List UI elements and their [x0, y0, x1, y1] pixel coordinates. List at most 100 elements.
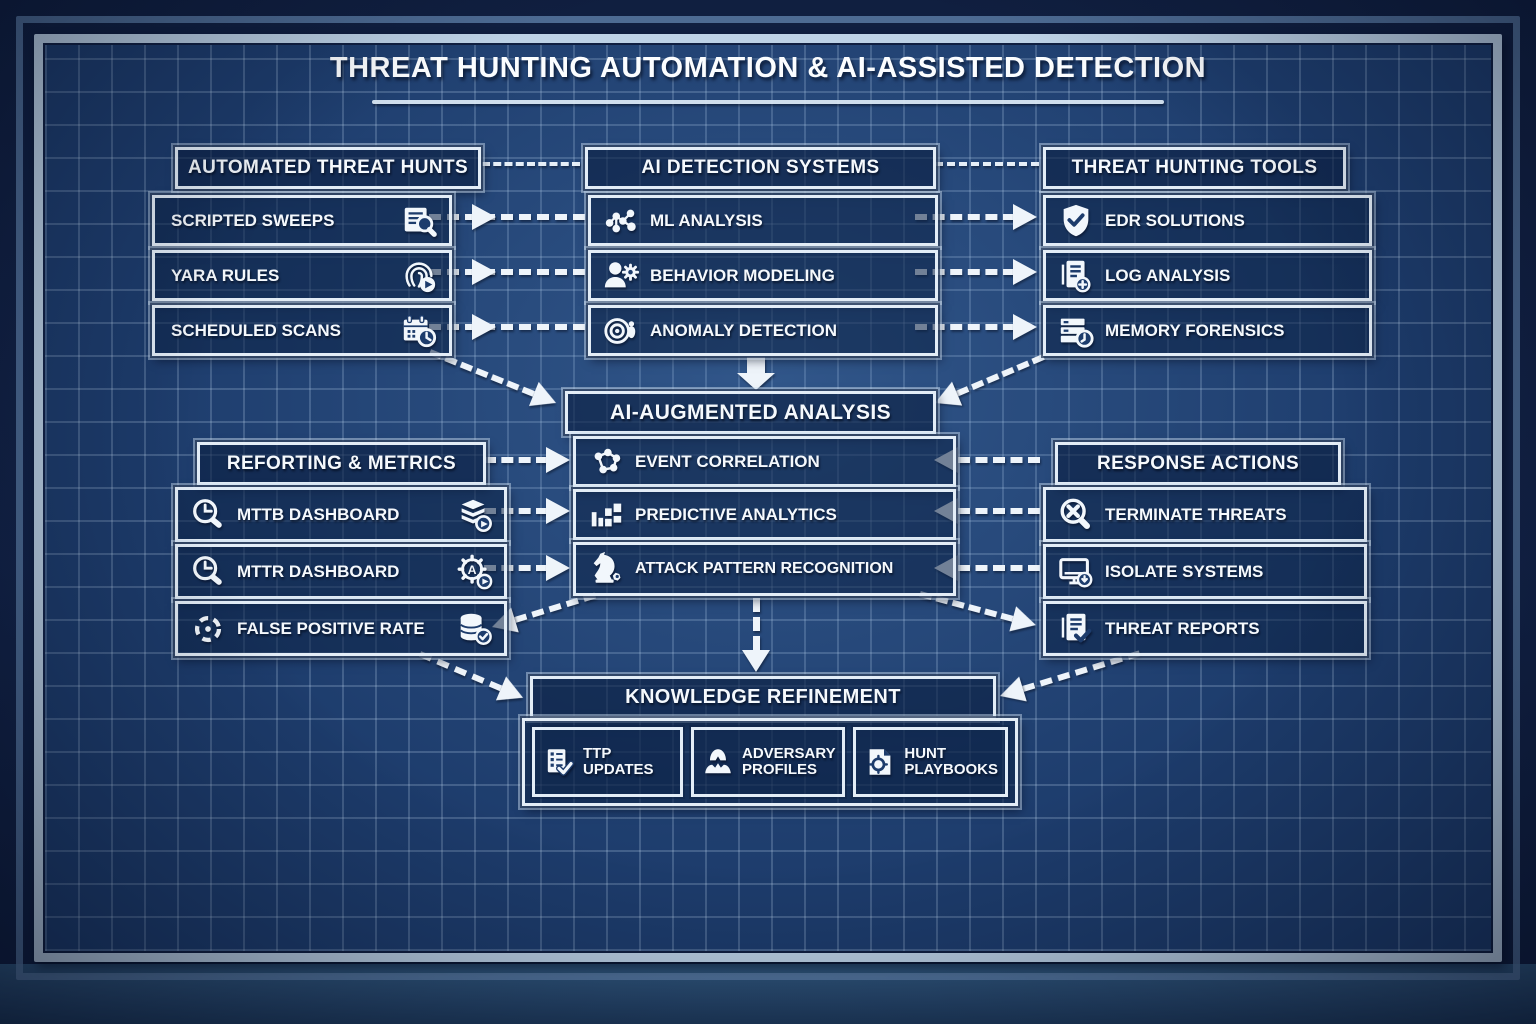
- header-automated-threat-hunts: AUTOMATED THREAT HUNTS: [175, 147, 481, 189]
- arrowhead: [742, 650, 770, 672]
- arrowhead: [1013, 204, 1037, 230]
- memory-stack-icon: [1056, 311, 1096, 351]
- node-event-correlation: EVENT CORRELATION: [573, 436, 956, 487]
- header-label: AI DETECTION SYSTEMS: [641, 157, 880, 178]
- node-label: ISOLATE SYSTEMS: [1105, 561, 1264, 581]
- database-check-icon: [454, 609, 494, 649]
- arrowhead: [546, 447, 570, 473]
- calendar-clock-icon: [399, 311, 439, 351]
- node-memory-forensics: MEMORY FORENSICS: [1043, 305, 1372, 356]
- page-title: THREAT HUNTING AUTOMATION & AI-ASSISTED …: [329, 52, 1207, 84]
- arrow-scheduled-to-anomaly: [429, 324, 585, 330]
- monitor-isolate-icon: [1056, 552, 1096, 592]
- arrowhead: [472, 259, 496, 285]
- gear-a-clock-icon: A: [454, 552, 494, 592]
- node-label: EDR SOLUTIONS: [1105, 210, 1245, 230]
- node-edr-solutions: EDR SOLUTIONS: [1043, 195, 1372, 246]
- header-threat-hunting-tools: THREAT HUNTING TOOLS: [1043, 147, 1346, 189]
- node-label: PREDICTIVE ANALYTICS: [635, 504, 837, 524]
- node-ttp-updates: TTP UPDATES: [532, 727, 683, 797]
- arrow-anomaly-down-shaft: [747, 357, 765, 374]
- arrow-attack-to-knowledge: [753, 598, 760, 650]
- arrow-yara-to-behavior: [429, 269, 585, 275]
- checklist-check-icon: [542, 745, 576, 779]
- node-scheduled-scans: SCHEDULED SCANS: [152, 305, 452, 356]
- node-label: YARA RULES: [171, 265, 280, 285]
- arrow-isolate-to-attack: [958, 565, 1040, 571]
- header-label: REFORTING & METRICS: [226, 452, 457, 474]
- header-label: AUTOMATED THREAT HUNTS: [187, 157, 469, 178]
- node-ml-analysis: ML ANALYSIS: [588, 195, 938, 246]
- stack-clock-icon: [454, 495, 494, 535]
- node-label: THREAT REPORTS: [1105, 618, 1260, 638]
- title-underline: [372, 100, 1164, 104]
- node-label: SCHEDULED SCANS: [171, 320, 342, 340]
- arrow-scripted-to-ml: [429, 214, 585, 220]
- node-scripted-sweeps: SCRIPTED SWEEPS: [152, 195, 452, 246]
- report-check-icon: [1056, 609, 1096, 649]
- header-ai-detection-systems: AI DETECTION SYSTEMS: [585, 147, 936, 189]
- node-anomaly-detection: ANOMALY DETECTION: [588, 305, 938, 356]
- playbook-gear-icon: [863, 745, 897, 779]
- node-label: BEHAVIOR MODELING: [650, 265, 835, 285]
- arrowhead: [546, 555, 570, 581]
- header-knowledge-refinement: KNOWLEDGE REFINEMENT: [530, 676, 996, 719]
- graph-nodes-icon: [586, 442, 626, 482]
- node-mttb-dashboard: MTTB DASHBOARD: [175, 487, 507, 542]
- node-label: MTTB DASHBOARD: [237, 504, 400, 524]
- node-label: HUNT PLAYBOOKS: [904, 744, 998, 778]
- header-ai-augmented-analysis: AI-AUGMENTED ANALYSIS: [565, 391, 936, 434]
- node-label: FALSE POSITIVE RATE: [237, 618, 425, 638]
- arrowhead: [546, 498, 570, 524]
- arrow-terminate-to-predictive: [958, 508, 1040, 514]
- shield-check-icon: [1056, 201, 1096, 241]
- node-label: LOG ANALYSIS: [1105, 265, 1231, 285]
- neural-network-icon: [601, 201, 641, 241]
- header-label: RESPONSE ACTIONS: [1096, 452, 1300, 474]
- arrow-response-to-correlation: [958, 457, 1040, 463]
- arrowhead: [472, 204, 496, 230]
- node-label: TTP UPDATES: [583, 744, 654, 778]
- bar-chart-icon: [586, 495, 626, 535]
- header-response-actions: RESPONSE ACTIONS: [1055, 442, 1341, 485]
- chess-knight-icon: [586, 549, 626, 589]
- connector-ai-tools: [935, 162, 1039, 166]
- node-label: EVENT CORRELATION: [635, 451, 820, 471]
- node-label: ANOMALY DETECTION: [650, 320, 838, 340]
- node-label: ML ANALYSIS: [650, 210, 763, 230]
- node-attack-pattern-recognition: ATTACK PATTERN RECOGNITION: [573, 542, 956, 596]
- node-label: MTTR DASHBOARD: [237, 561, 400, 581]
- user-gear-icon: [601, 256, 641, 296]
- header-label: THREAT HUNTING TOOLS: [1071, 157, 1318, 178]
- knowledge-container: TTP UPDATES ADVERSARY PROFILES HUNT PLAY…: [522, 718, 1018, 806]
- terminate-x-icon: [1056, 495, 1096, 535]
- document-search-icon: [399, 201, 439, 241]
- node-yara-rules: YARA RULES: [152, 250, 452, 301]
- crosshair-icon: [188, 609, 228, 649]
- arrowhead: [1013, 259, 1037, 285]
- clock-magnifier-icon: [188, 552, 228, 592]
- arrowhead: [472, 314, 496, 340]
- node-label: ADVERSARY PROFILES: [742, 744, 836, 778]
- node-log-analysis: LOG ANALYSIS: [1043, 250, 1372, 301]
- connector-hunts-ai: [482, 162, 580, 166]
- clock-magnifier-icon: [188, 495, 228, 535]
- node-mttr-dashboard: MTTR DASHBOARD A: [175, 544, 507, 599]
- arrow-anomaly-down-head: [737, 373, 775, 390]
- header-label: KNOWLEDGE REFINEMENT: [625, 686, 901, 708]
- node-false-positive-rate: FALSE POSITIVE RATE: [175, 601, 507, 656]
- node-behavior-modeling: BEHAVIOR MODELING: [588, 250, 938, 301]
- svg-text:A: A: [468, 562, 477, 576]
- header-reporting-metrics: REFORTING & METRICS: [197, 442, 486, 485]
- log-document-icon: [1056, 256, 1096, 296]
- node-predictive-analytics: PREDICTIVE ANALYTICS: [573, 489, 956, 540]
- node-hunt-playbooks: HUNT PLAYBOOKS: [853, 727, 1008, 797]
- node-terminate-threats: TERMINATE THREATS: [1043, 487, 1367, 542]
- header-label: AI-AUGMENTED ANALYSIS: [609, 400, 892, 424]
- node-isolate-systems: ISOLATE SYSTEMS: [1043, 544, 1367, 599]
- anomaly-target-icon: [601, 311, 641, 351]
- fingerprint-scan-icon: [399, 256, 439, 296]
- node-label: SCRIPTED SWEEPS: [171, 210, 335, 230]
- node-threat-reports: THREAT REPORTS: [1043, 601, 1367, 656]
